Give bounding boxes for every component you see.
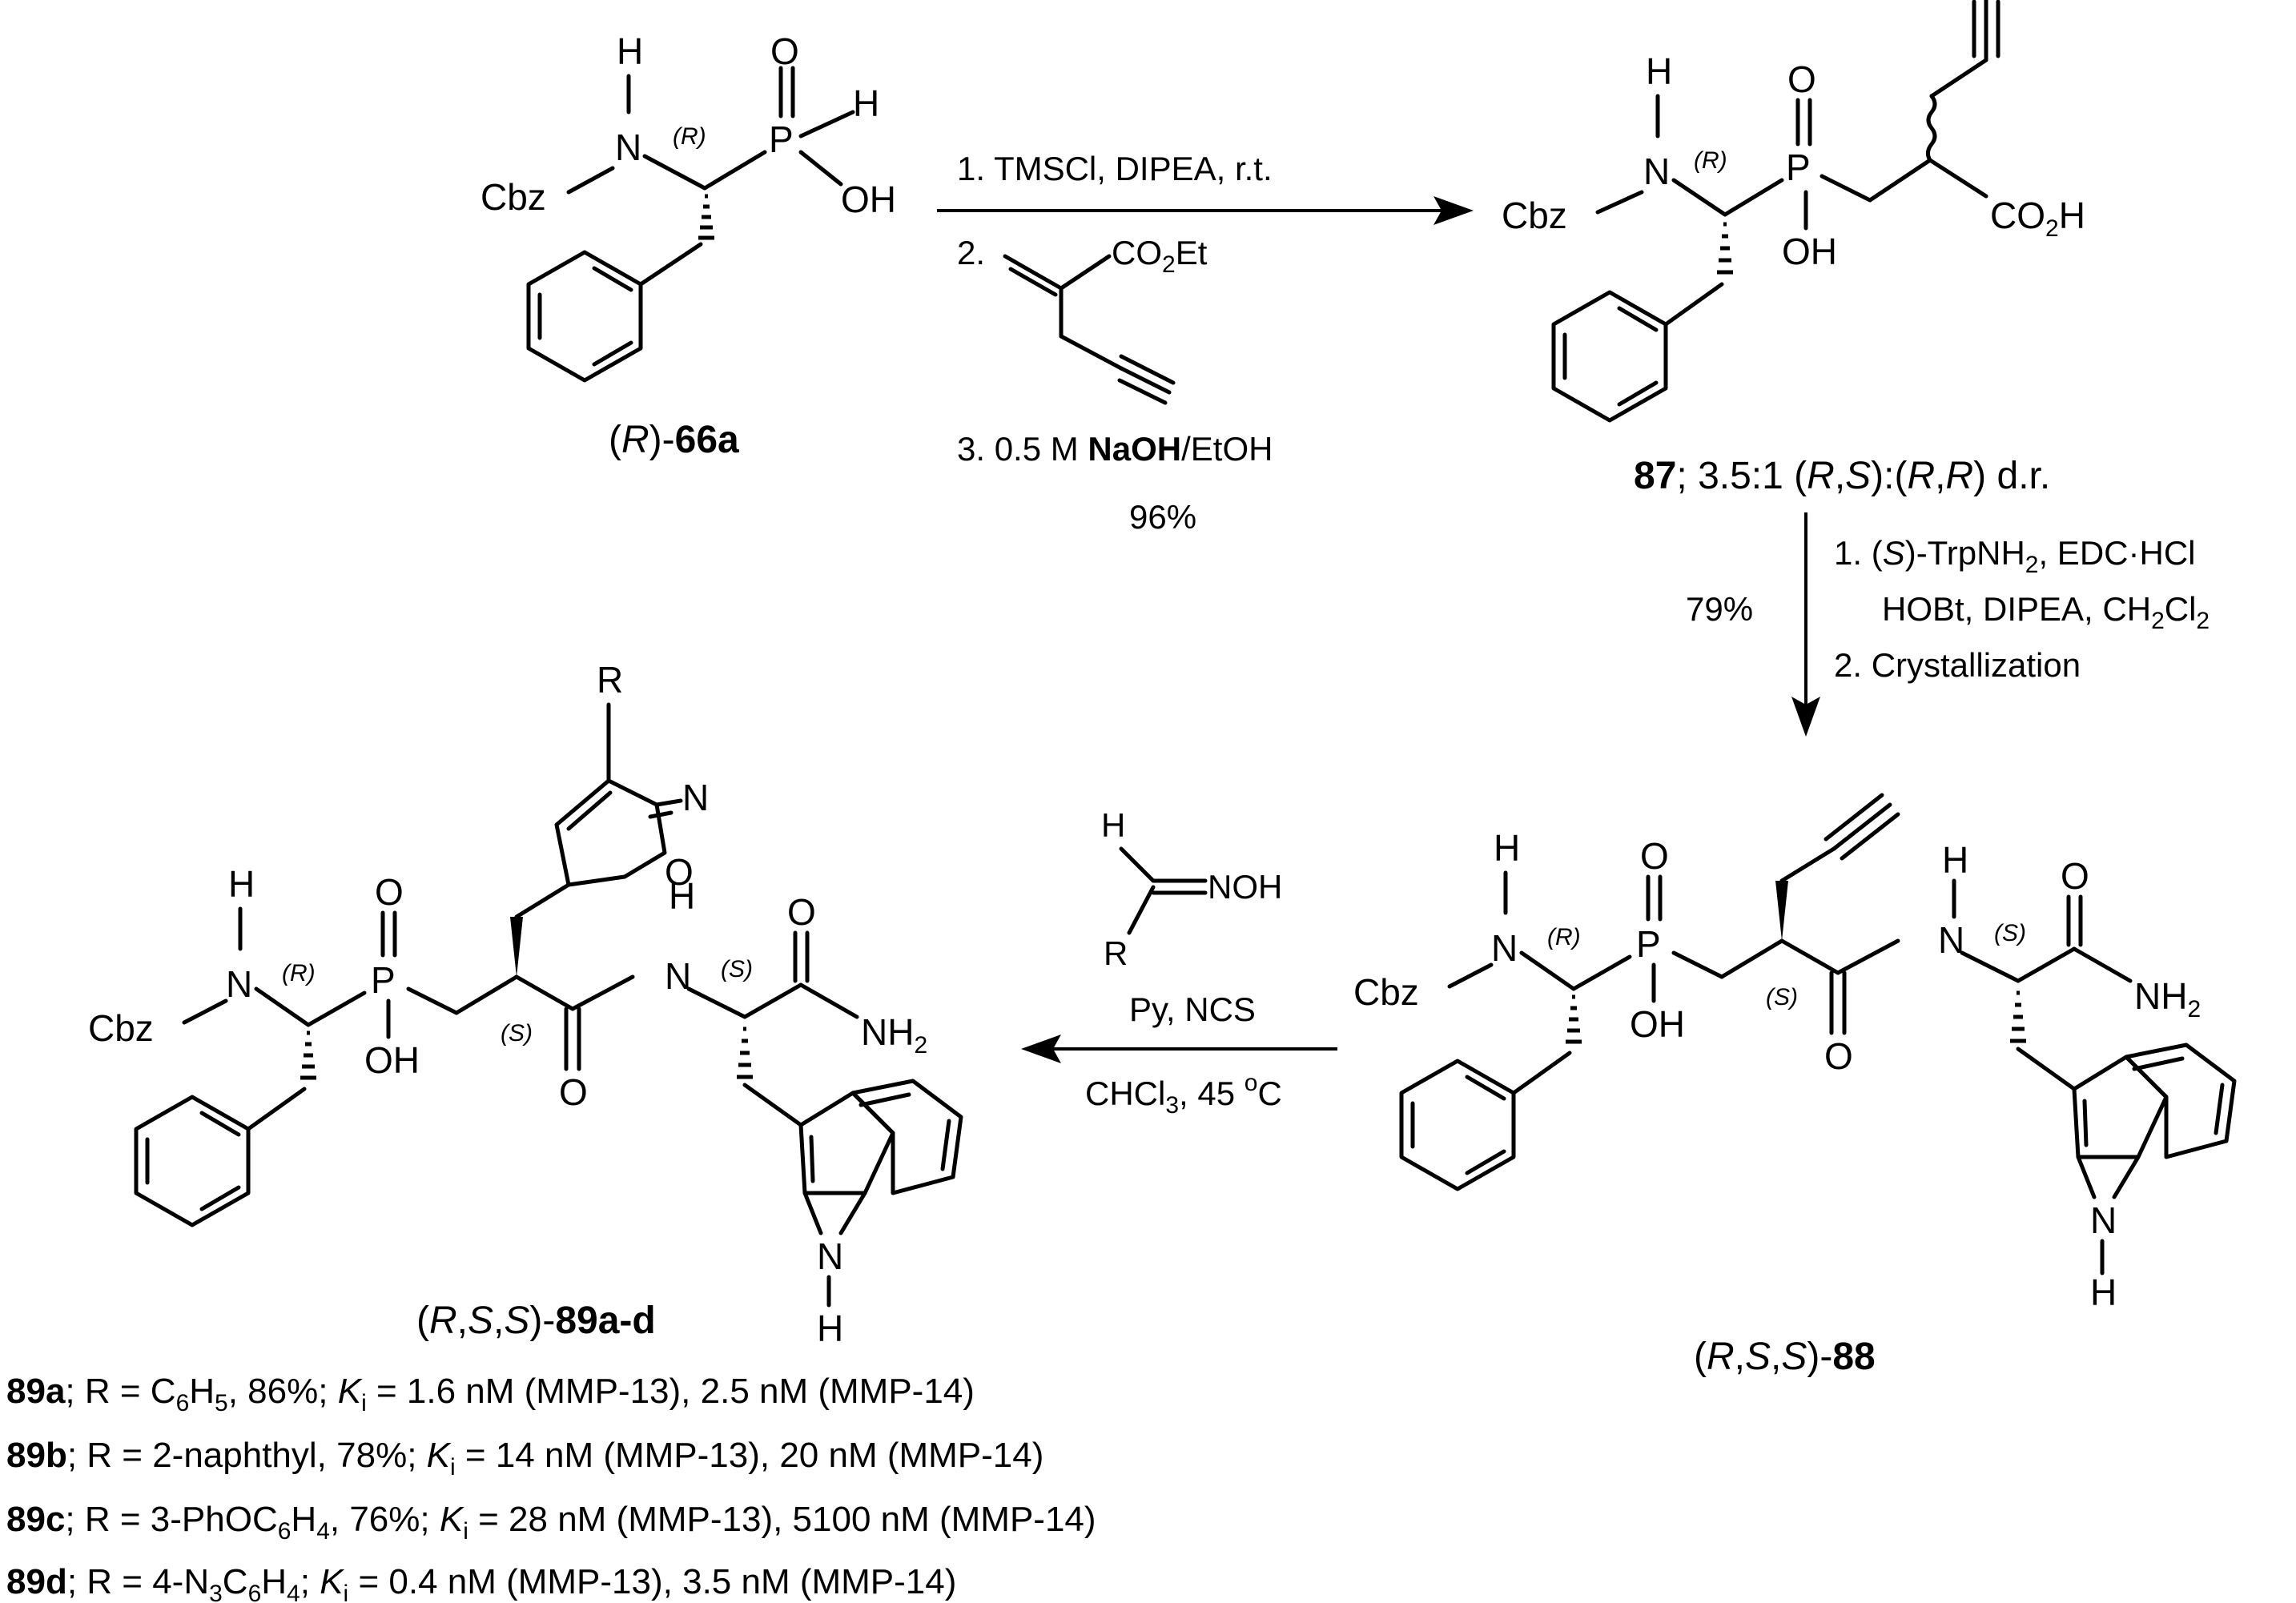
- atom-label: N: [1643, 151, 1670, 192]
- atom-label: O: [787, 891, 816, 933]
- atom-label: P: [1636, 923, 1661, 965]
- atom-label: Cbz: [88, 1007, 154, 1049]
- atom-label: R: [597, 659, 623, 701]
- oxime-r-label: R: [1104, 934, 1128, 972]
- stereo-descriptor: (S): [501, 1020, 533, 1047]
- stereo-descriptor: (R): [282, 960, 316, 986]
- atom-label: Cbz: [481, 176, 546, 218]
- hashed-bond: [698, 194, 714, 240]
- atom-label: P: [371, 959, 396, 1001]
- compound-66a-structure: [526, 66, 855, 383]
- atom-label: N: [2090, 1199, 2117, 1241]
- compound-label-89: (R,S,S)-89a-d: [416, 1300, 656, 1342]
- atom-label: H: [669, 875, 695, 917]
- step2-reagent-1-cont: HOBt, DIPEA, CH2Cl2: [1882, 590, 2210, 634]
- atom-label: H: [228, 863, 255, 905]
- atom-label: P: [1786, 147, 1811, 188]
- compound-87-structure: [1551, 0, 2000, 423]
- hashed-bond: [1566, 994, 1582, 1044]
- step3-reagent-1: Py, NCS: [1129, 990, 1256, 1028]
- atom-label: OH: [364, 1039, 420, 1081]
- atom-label: H: [617, 30, 643, 72]
- result-line-89a: 89a; R = C6H5, 86%; Ki = 1.6 nM (MMP-13)…: [6, 1372, 975, 1416]
- oxime-h-label: H: [1101, 806, 1125, 844]
- ethyl-acrylate-structure: [1003, 254, 1176, 405]
- arrowhead: [1021, 1035, 1061, 1063]
- result-line-89c: 89c; R = 3-PhOC6H4, 76%; Ki = 28 nM (MMP…: [6, 1500, 1096, 1545]
- atom-label: N: [226, 963, 252, 1005]
- stereo-descriptor: (R): [1547, 924, 1581, 950]
- step2-reagent-1: 1. (S)-TrpNH2, EDC·HCl: [1834, 534, 2195, 578]
- arrowhead: [1791, 697, 1820, 737]
- stereo-descriptor: (S): [1766, 984, 1798, 1010]
- stereo-descriptor: (S): [721, 956, 753, 982]
- atom-label: NH2: [861, 1011, 927, 1059]
- hashed-bond: [2010, 990, 2026, 1043]
- atom-label: CO2H: [1990, 195, 2085, 242]
- atom-label: O: [770, 30, 799, 72]
- acrylate-ester-label: CO2Et: [1112, 234, 1208, 278]
- atom-label: O: [1787, 58, 1816, 100]
- atom-label: N: [615, 127, 641, 168]
- atom-label: OH: [1630, 1003, 1685, 1045]
- compound-label-88: (R,S,S)-88: [1694, 1336, 1876, 1378]
- atom-label: N: [1491, 927, 1518, 969]
- oxime-noh-label: NOH: [1208, 868, 1282, 906]
- result-line-89d: 89d; R = 4-N3C6H4; Ki = 0.4 nM (MMP-13),…: [6, 1562, 956, 1603]
- compound-88-structure: [1399, 793, 2237, 1276]
- step1-reagent-2-label: 2.: [957, 234, 985, 271]
- atom-label: N: [665, 955, 691, 997]
- atom-label: O: [2061, 855, 2089, 897]
- result-line-89b: 89b; R = 2-naphthyl, 78%; Ki = 14 nM (MM…: [6, 1436, 1043, 1480]
- step1-yield: 96%: [1129, 498, 1196, 536]
- atom-label: H: [853, 82, 879, 124]
- atom-label: H: [1494, 827, 1520, 869]
- step2-yield: 79%: [1686, 590, 1753, 628]
- atom-label: OH: [1782, 231, 1837, 272]
- atom-label: NH2: [2134, 975, 2201, 1022]
- atom-label: O: [1824, 1035, 1853, 1077]
- atom-label: H: [1646, 50, 1672, 92]
- atom-label: H: [1942, 839, 1968, 881]
- arrowhead: [1433, 196, 1474, 225]
- atom-label: O: [375, 871, 404, 913]
- stereo-descriptor: (S): [1994, 920, 2026, 946]
- hashed-bond: [737, 1026, 753, 1079]
- compound-label-66a: (R)-66a: [609, 419, 739, 461]
- step1-reagent-1: 1. TMSCl, DIPEA, r.t.: [957, 150, 1273, 187]
- atom-label: H: [817, 1308, 843, 1349]
- compound-label-87: 87; 3.5:1 (R,S):(R,R) d.r.: [1634, 455, 2050, 497]
- atom-label: N: [817, 1235, 843, 1277]
- atom-label: N: [682, 777, 709, 818]
- atom-label: Cbz: [1502, 195, 1567, 236]
- atom-label: Cbz: [1353, 971, 1419, 1013]
- compound-89-structure: [134, 702, 963, 1308]
- step2-reagent-2: 2. Crystallization: [1834, 646, 2081, 684]
- step3-reagent-2: CHCl3, 45 oC: [1085, 1070, 1282, 1119]
- atom-label: H: [2090, 1272, 2117, 1313]
- atom-label: N: [1938, 919, 1964, 961]
- atom-label: O: [665, 851, 694, 893]
- hashed-bond: [1717, 222, 1733, 275]
- stereo-descriptor: (R): [1694, 147, 1727, 174]
- atom-label: OH: [841, 179, 896, 220]
- atom-label: P: [769, 119, 794, 160]
- step1-reagent-3: 3. 0.5 M NaOH/EtOH: [957, 430, 1273, 468]
- nitrile-oxide-precursor-structure: [1119, 846, 1208, 935]
- hashed-bond: [300, 1030, 316, 1080]
- atom-label: O: [1640, 835, 1669, 877]
- atom-label: O: [559, 1071, 588, 1113]
- stereo-descriptor: (R): [673, 123, 706, 150]
